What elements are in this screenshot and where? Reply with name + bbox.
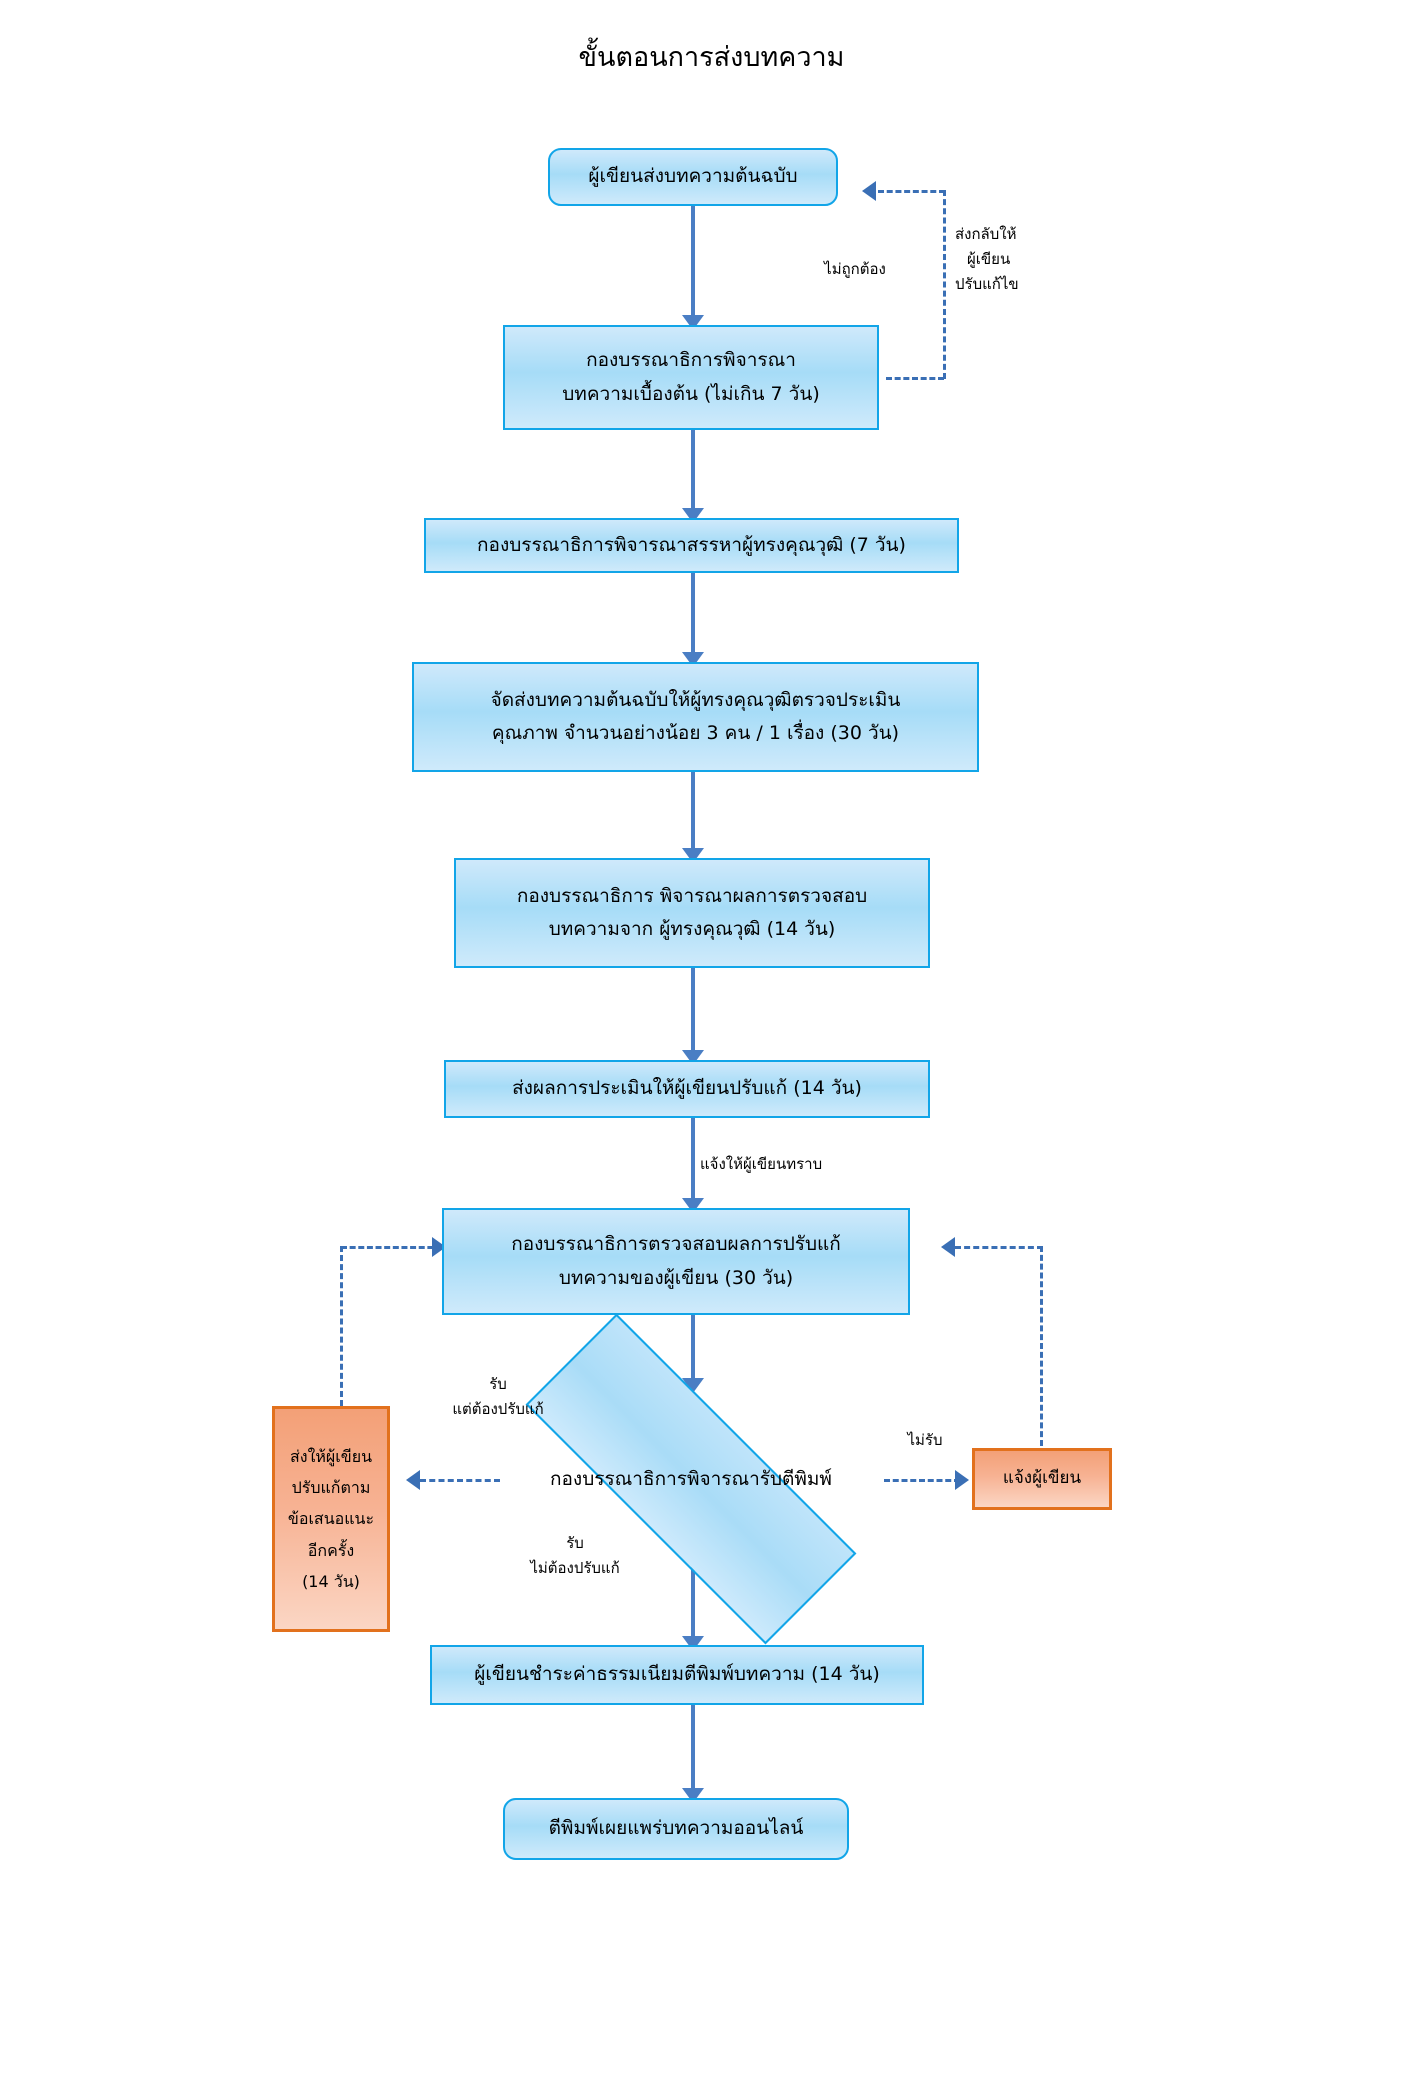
node-line: กองบรรณาธิการ พิจารณาผลการตรวจสอบ bbox=[516, 884, 868, 907]
edge-label-line: แต่ต้องปรับแก้ bbox=[452, 1399, 544, 1418]
connector-n7-decision bbox=[691, 1315, 695, 1387]
arrowhead-feedback-n1 bbox=[862, 181, 876, 201]
edge-label-accept-with-revision: รับ แต่ต้องปรับแก้ bbox=[408, 1372, 588, 1422]
edge-label-line: ไม่ถูกต้อง bbox=[824, 260, 886, 278]
arrowhead-decision-to-n9 bbox=[406, 1470, 420, 1490]
dashed-n10-to-n7 bbox=[955, 1246, 1043, 1249]
connector-n1-n2 bbox=[691, 205, 695, 325]
node-send-results-to-author[interactable]: ส่งผลการประเมินให้ผู้เขียนปรับแก้ (14 วั… bbox=[444, 1060, 930, 1118]
dashed-to-n1 bbox=[878, 190, 945, 193]
node-line: กองบรรณาธิการพิจารณา bbox=[586, 349, 796, 372]
page-title: ขั้นตอนการส่งบทความ bbox=[578, 42, 845, 73]
arrowhead-decision-to-n10 bbox=[955, 1470, 969, 1490]
dashed-right-riser bbox=[943, 190, 946, 379]
node-line: ส่งผลการประเมินให้ผู้เขียนปรับแก้ (14 วั… bbox=[512, 1077, 862, 1100]
node-author-submits-manuscript[interactable]: ผู้เขียนส่งบทความต้นฉบับ bbox=[548, 148, 838, 206]
edge-label-incorrect: ไม่ถูกต้อง bbox=[795, 257, 915, 282]
connector-decision-n11 bbox=[691, 1520, 695, 1645]
edge-label-line: ส่งกลับให้ bbox=[955, 225, 1017, 243]
connector-n3-n4 bbox=[691, 572, 695, 662]
node-line: บทความของผู้เขียน (30 วัน) bbox=[558, 1266, 794, 1289]
node-notify-author-rejected[interactable]: แจ้งผู้เขียน bbox=[972, 1448, 1112, 1510]
connector-n2-n3 bbox=[691, 430, 695, 518]
node-line: จัดส่งบทความต้นฉบับให้ผู้ทรงคุณวุฒิตรวจป… bbox=[490, 688, 901, 711]
node-author-pays-fee[interactable]: ผู้เขียนชำระค่าธรรมเนียมตีพิมพ์บทความ (1… bbox=[430, 1645, 924, 1705]
dashed-decision-to-n9 bbox=[420, 1479, 500, 1482]
node-line: (14 วัน) bbox=[302, 1571, 360, 1591]
node-line: ตีพิมพ์เผยแพร่บทความออนไลน์ bbox=[548, 1817, 804, 1840]
node-editorial-select-reviewers[interactable]: กองบรรณาธิการพิจารณาสรรหาผู้ทรงคุณวุฒิ (… bbox=[424, 518, 959, 573]
node-editorial-consider-review-results[interactable]: กองบรรณาธิการ พิจารณาผลการตรวจสอบ บทความ… bbox=[454, 858, 930, 968]
node-publish-online[interactable]: ตีพิมพ์เผยแพร่บทความออนไลน์ bbox=[503, 1798, 849, 1860]
dashed-n9-to-n7 bbox=[341, 1246, 442, 1249]
node-line: บทความเบื้องต้น (ไม่เกิน 7 วัน) bbox=[562, 382, 820, 405]
dashed-decision-to-n10 bbox=[884, 1479, 960, 1482]
edge-label-line: รับ bbox=[489, 1375, 507, 1393]
node-editorial-check-revisions[interactable]: กองบรรณาธิการตรวจสอบผลการปรับแก้ บทความข… bbox=[442, 1208, 910, 1315]
node-line: ข้อเสนอแนะ bbox=[287, 1509, 375, 1529]
connector-n5-n6 bbox=[691, 968, 695, 1060]
node-line: คุณภาพ จำนวนอย่างน้อย 3 คน / 1 เรื่อง (3… bbox=[491, 722, 900, 744]
node-return-to-author-revise-again[interactable]: ส่งให้ผู้เขียน ปรับแก้ตาม ข้อเสนอแนะ อีก… bbox=[272, 1406, 390, 1632]
node-line: ผู้เขียนส่งบทความต้นฉบับ bbox=[588, 165, 798, 188]
edge-label-line: ผู้เขียน bbox=[967, 249, 1011, 268]
arrowhead-n10-to-n7 bbox=[941, 1237, 955, 1257]
edge-label-line: รับ bbox=[566, 1534, 584, 1552]
edge-label-line: ไม่รับ bbox=[907, 1431, 943, 1449]
node-line: อีกครั้ง bbox=[307, 1540, 355, 1560]
node-line: ปรับแก้ตาม bbox=[291, 1478, 371, 1498]
node-line: แจ้งผู้เขียน bbox=[1002, 1468, 1082, 1489]
dashed-n9-riser bbox=[340, 1246, 343, 1406]
dashed-n2-to-right bbox=[886, 377, 944, 380]
node-line: กองบรรณาธิการตรวจสอบผลการปรับแก้ bbox=[511, 1233, 841, 1256]
node-line: กองบรรณาธิการพิจารณาสรรหาผู้ทรงคุณวุฒิ (… bbox=[477, 533, 906, 556]
edge-label-line: ไม่ต้องปรับแก้ bbox=[530, 1558, 620, 1577]
connector-n4-n5 bbox=[691, 770, 695, 858]
connector-n11-n12 bbox=[691, 1705, 695, 1798]
node-editorial-initial-review[interactable]: กองบรรณาธิการพิจารณา บทความเบื้องต้น (ไม… bbox=[503, 325, 879, 430]
edge-label-not-accepted: ไม่รับ bbox=[880, 1428, 970, 1453]
edge-label-send-back-to-author: ส่งกลับให้ ผู้เขียน ปรับแก้ไข bbox=[955, 222, 1085, 296]
decision-label: กองบรรณาธิการพิจารณารับตีพิมพ์ bbox=[550, 1468, 832, 1490]
edge-label-line: ปรับแก้ไข bbox=[955, 274, 1019, 293]
edge-label-accept-no-revision: รับ ไม่ต้องปรับแก้ bbox=[490, 1531, 660, 1581]
edge-label-notify-author: แจ้งให้ผู้เขียนทราบ bbox=[700, 1152, 890, 1177]
node-send-to-reviewers[interactable]: จัดส่งบทความต้นฉบับให้ผู้ทรงคุณวุฒิตรวจป… bbox=[412, 662, 979, 772]
node-line: ส่งให้ผู้เขียน bbox=[289, 1447, 373, 1467]
edge-label-line: แจ้งให้ผู้เขียนทราบ bbox=[700, 1155, 823, 1173]
node-line: ผู้เขียนชำระค่าธรรมเนียมตีพิมพ์บทความ (1… bbox=[474, 1663, 880, 1686]
connector-n6-n7 bbox=[691, 1118, 695, 1208]
dashed-n10-riser bbox=[1040, 1246, 1043, 1446]
node-decision-accept-for-publication[interactable]: กองบรรณาธิการพิจารณารับตีพิมพ์ bbox=[451, 1313, 931, 1645]
node-line: บทความจาก ผู้ทรงคุณวุฒิ (14 วัน) bbox=[548, 918, 836, 940]
